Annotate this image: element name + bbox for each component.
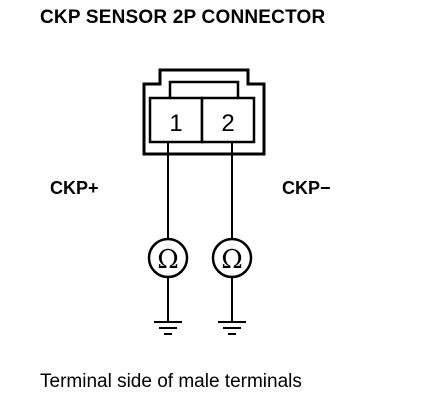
connector-lock-tab (168, 80, 240, 98)
diagram-title: CKP SENSOR 2P CONNECTOR (40, 7, 326, 28)
svg-text:Ω: Ω (221, 245, 243, 275)
ground-icon (218, 321, 246, 335)
ckp-minus-label: CKP− (282, 178, 331, 198)
pin-2-number: 2 (221, 110, 234, 137)
diagram-caption: Terminal side of male terminals (40, 371, 302, 392)
ground-icon (154, 321, 182, 335)
svg-text:Ω: Ω (157, 245, 179, 275)
ohmmeter-icon: Ω (147, 237, 189, 279)
ckp-plus-label: CKP+ (50, 178, 99, 198)
pin-1-number: 1 (169, 110, 182, 137)
ohmmeter-icon: Ω (211, 237, 253, 279)
pin-2-cavity (200, 96, 256, 144)
